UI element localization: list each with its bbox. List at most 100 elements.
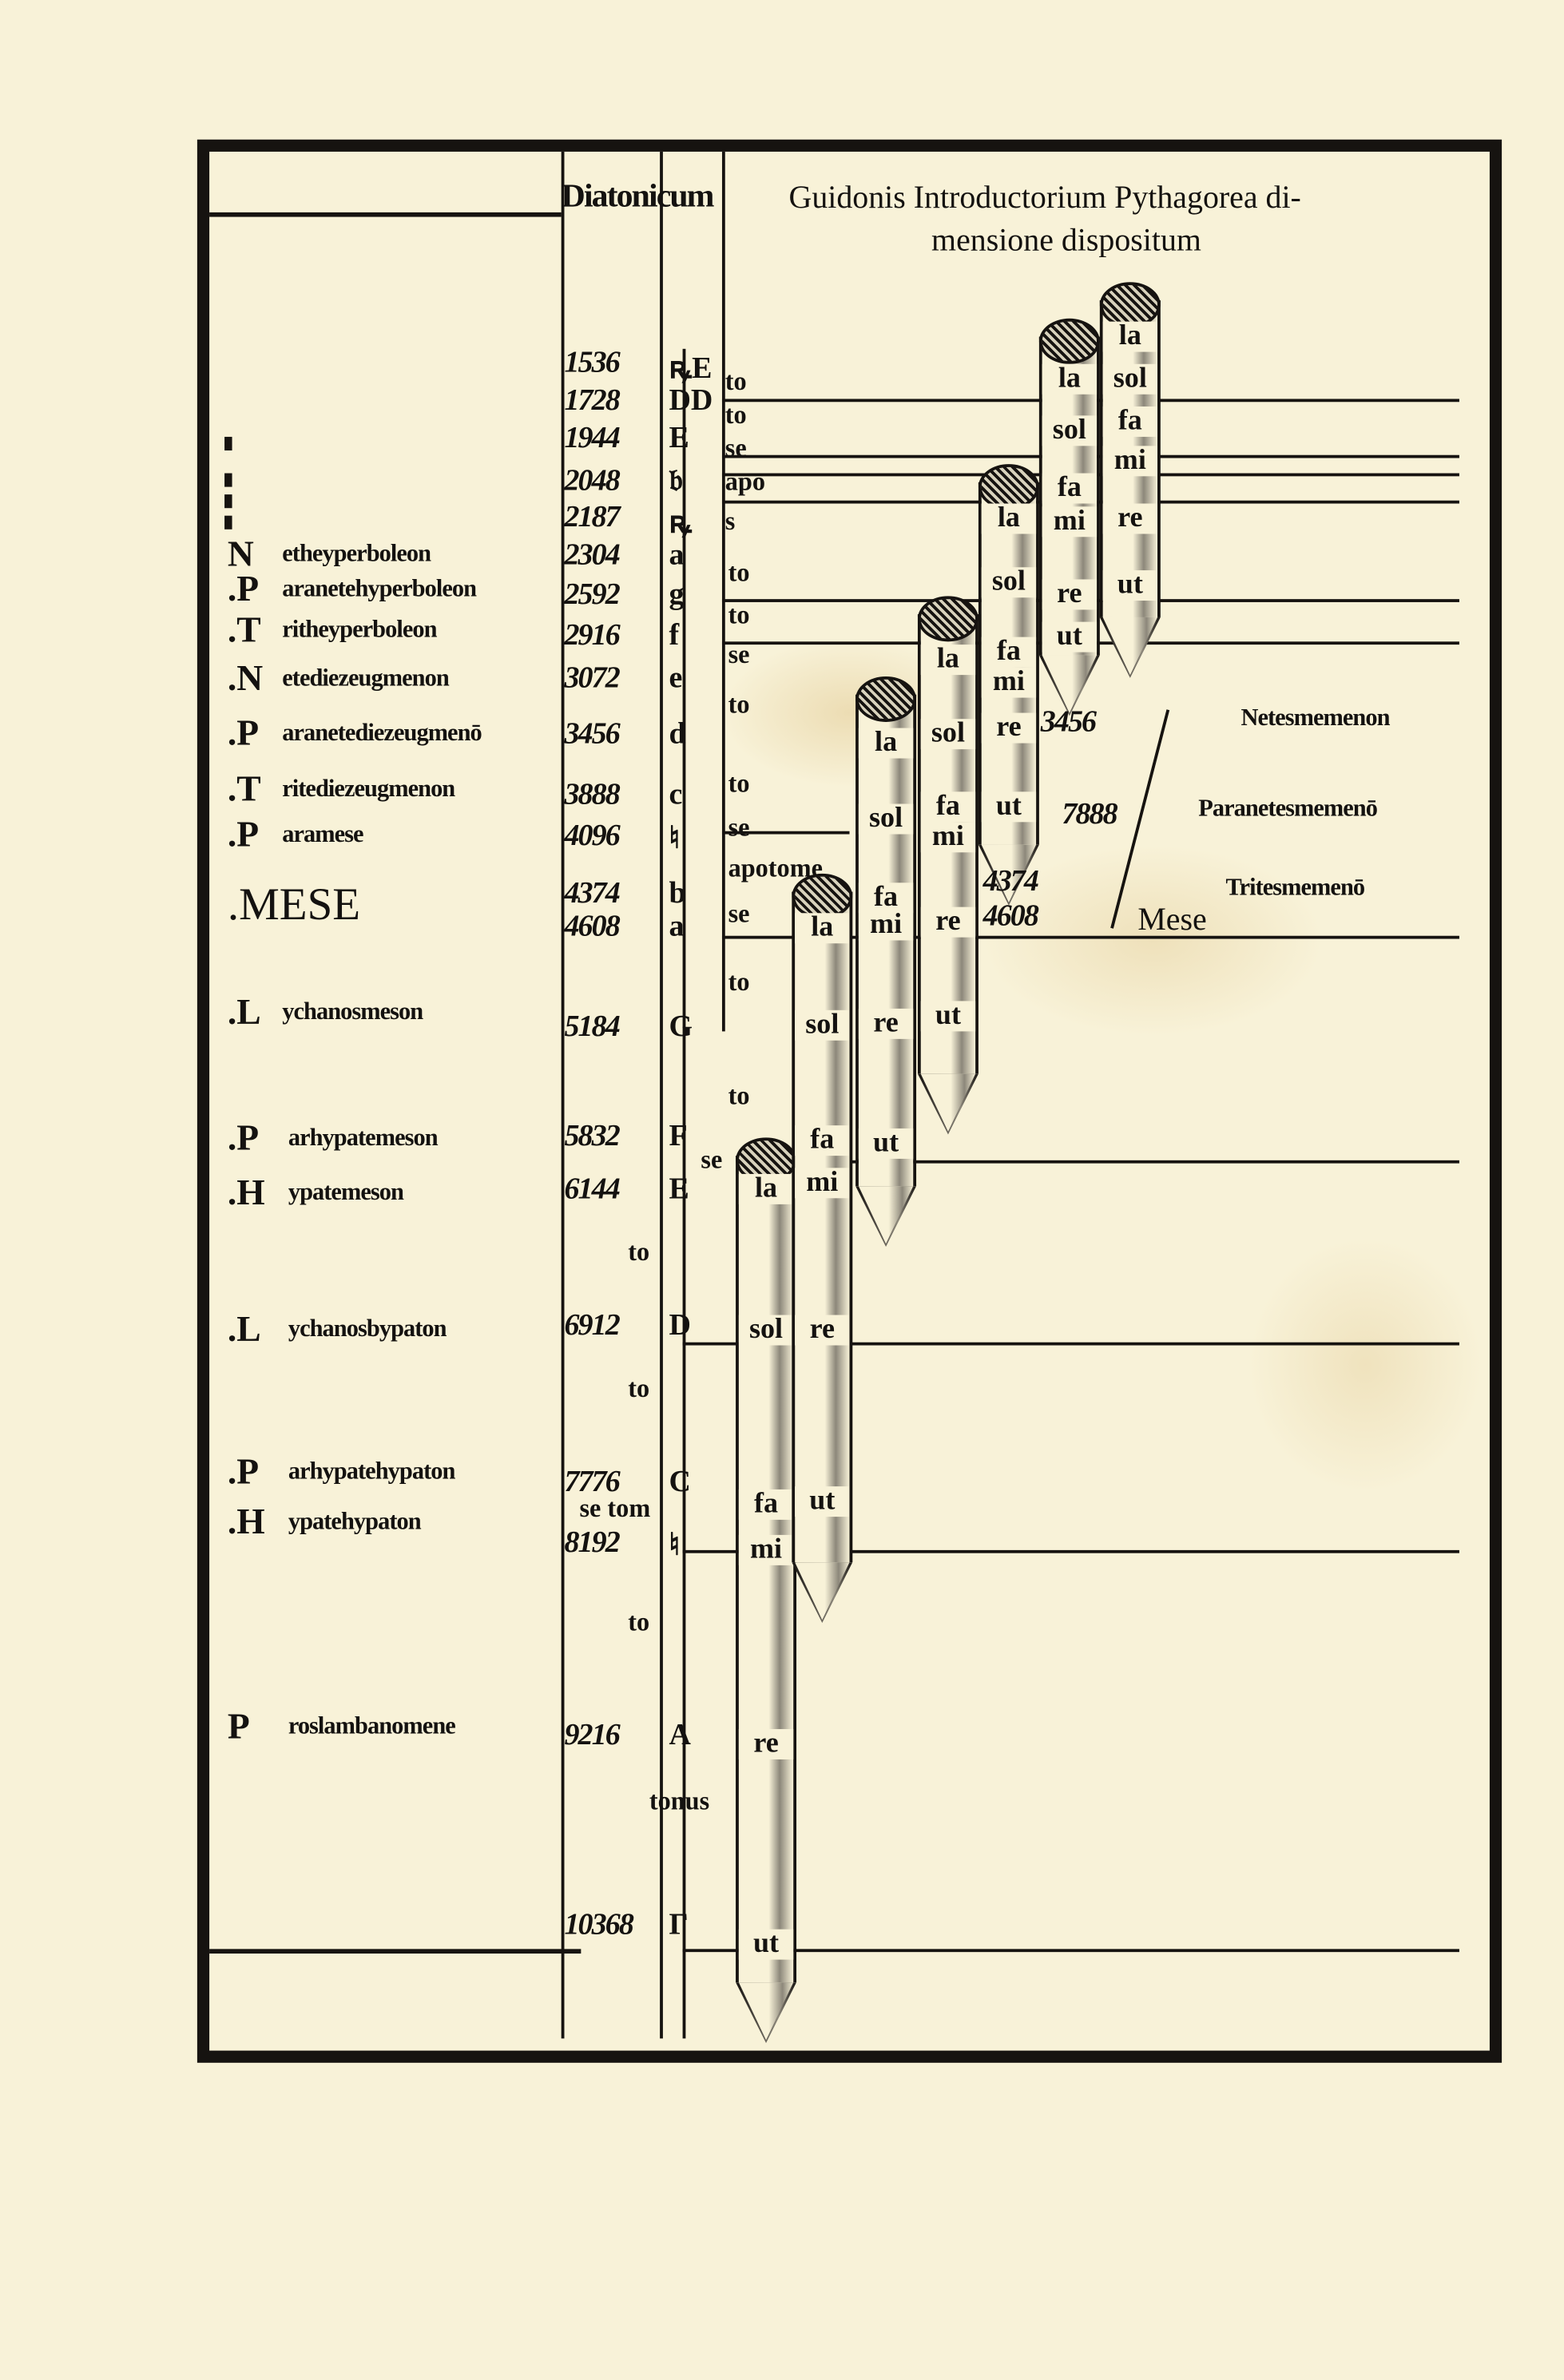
solmization-syllable-mi: mi <box>1102 445 1158 477</box>
gamut-letter: ꝶE <box>669 351 713 386</box>
solmization-syllable-la: la <box>795 912 850 944</box>
solmization-syllable-sol: sol <box>1102 363 1158 395</box>
dot-marker <box>224 473 232 487</box>
ratio-number: 2304 <box>564 538 620 572</box>
interval-label: to <box>728 1081 750 1111</box>
syn-number: 7888 <box>1062 797 1117 831</box>
footer-divider <box>209 1949 582 1954</box>
interval-label: to <box>728 690 750 720</box>
interval-label: to <box>628 1608 650 1637</box>
solmization-syllable-fa: fa <box>738 1489 794 1520</box>
column-line-intervals-right <box>721 151 725 1032</box>
interval-label: tonus <box>649 1787 710 1816</box>
ratio-number: 2048 <box>564 464 620 498</box>
gamut-letter: ♮ <box>669 1529 681 1563</box>
dot-marker <box>224 494 232 509</box>
ratio-number: 3456 <box>564 717 620 752</box>
interval-label: se <box>724 434 747 463</box>
note-name-initial: .T <box>227 611 261 651</box>
note-name-initial: .P <box>227 714 260 754</box>
gamut-letter: A <box>669 1718 691 1752</box>
solmization-syllable-fa: fa <box>858 882 914 914</box>
gamut-letter: a <box>669 538 685 572</box>
solmization-syllable-re: re <box>795 1315 850 1346</box>
gamut-letter: b <box>669 876 686 910</box>
ratio-number: 5184 <box>564 1010 620 1044</box>
solmization-syllable-ut: ut <box>738 1929 794 1960</box>
interval-label: to <box>728 768 750 798</box>
gamut-letter: 𝔟 <box>669 464 683 498</box>
gamut-letter: f <box>669 618 680 653</box>
ratio-number: 2916 <box>564 618 620 653</box>
note-name: roslambanomene <box>288 1713 456 1740</box>
pillar-cap <box>1038 318 1100 364</box>
staff-line <box>721 831 850 835</box>
column-line-intervals <box>682 348 686 2039</box>
solmization-syllable-mi: mi <box>920 821 976 853</box>
note-name-initial: .H <box>227 1503 265 1543</box>
solmization-syllable-mi: mi <box>981 667 1037 698</box>
gamut-letter: ♮ <box>669 822 681 856</box>
ratio-number: 2187 <box>564 500 620 534</box>
staff-line <box>682 1342 1459 1346</box>
interval-label: s <box>724 506 736 536</box>
note-name-initial: .P <box>227 815 260 856</box>
note-name: etediezeugmenon <box>282 665 449 692</box>
staff-line <box>849 1160 1459 1164</box>
pillar-cap <box>917 596 978 642</box>
header-divider <box>209 212 562 217</box>
interval-label: apo <box>724 466 766 497</box>
title-line-2: mensione dispositum <box>931 221 1201 258</box>
solmization-syllable-mi: mi <box>738 1534 794 1565</box>
gamut-letter: E <box>669 1172 689 1206</box>
staff-line <box>721 935 1459 939</box>
syn-name-mese: Mese <box>1137 901 1207 938</box>
note-name: ritediezeugmenon <box>282 776 455 803</box>
solmization-syllable-la: la <box>920 644 976 676</box>
syn-name-tritesmemeno: Tritesmemenō <box>1225 875 1365 902</box>
solmization-syllable-ut: ut <box>1042 621 1098 653</box>
note-name: arhypatemeson <box>288 1125 439 1152</box>
syn-name-netesmemenon: Netesmemenon <box>1240 705 1390 732</box>
ratio-number: 3888 <box>564 778 620 812</box>
solmization-syllable-re: re <box>1042 579 1098 610</box>
gamut-letter: E <box>669 421 689 455</box>
solmization-syllable-sol: sol <box>920 718 976 750</box>
interval-label: to <box>724 400 747 430</box>
note-name: ypatemeson <box>288 1180 404 1206</box>
ratio-number: 4374 <box>564 876 620 910</box>
solmization-syllable-re: re <box>981 712 1037 744</box>
interval-label: se tom <box>579 1493 651 1523</box>
note-name-initial: P <box>227 1708 250 1747</box>
note-name: ritheyperboleon <box>282 617 437 644</box>
interval-label: se <box>728 640 750 669</box>
solmization-syllable-sol: sol <box>981 566 1037 598</box>
note-name-initial: N <box>227 535 254 575</box>
interval-label: to <box>628 1374 650 1403</box>
solmization-syllable-la: la <box>981 503 1037 534</box>
solmization-syllable-re: re <box>858 1008 914 1039</box>
solmization-syllable-sol: sol <box>795 1010 850 1041</box>
note-name: aranetehyperboleon <box>282 576 477 602</box>
solmization-syllable-fa: fa <box>920 791 976 823</box>
note-name-initial: .L <box>227 993 261 1033</box>
solmization-syllable-mi: mi <box>858 910 914 941</box>
interval-label: to <box>728 557 750 587</box>
solmization-syllable-la: la <box>1102 321 1158 352</box>
staff-line <box>682 1549 1459 1553</box>
diagonal-line <box>1110 709 1170 929</box>
note-name-initial: .P <box>227 1119 260 1159</box>
gamut-letter: c <box>669 778 683 812</box>
gamut-letter: D <box>669 1308 691 1343</box>
note-name: aranetediezeugmenō <box>282 720 482 747</box>
gamut-letter: G <box>669 1010 693 1044</box>
syn-number: 3456 <box>1040 705 1097 739</box>
solmization-syllable-ut: ut <box>981 791 1037 823</box>
solmization-syllable-fa: fa <box>1102 406 1158 437</box>
interval-label: se <box>728 899 750 929</box>
solmization-syllable-la: la <box>738 1173 794 1204</box>
